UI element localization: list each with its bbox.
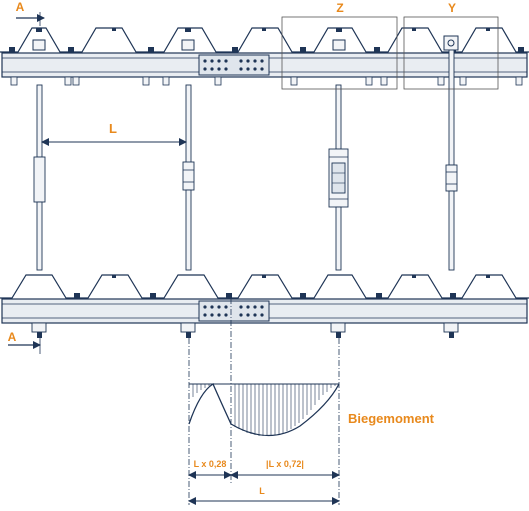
moment-reference-lines (188, 298, 340, 505)
top-rail (0, 27, 529, 86)
detail-label-z: Z (336, 1, 343, 15)
top-clamp-bolts (10, 76, 523, 86)
detail-frame-y (403, 16, 499, 90)
detail-label-y: Y (448, 1, 456, 15)
dim-label-left: L x 0,28 (194, 459, 227, 469)
hanger-rods (33, 49, 458, 271)
dim-label-total: L (259, 486, 265, 496)
bottom-rod-nuts (31, 322, 459, 333)
hanger-rod (448, 49, 455, 166)
moment-curve (188, 383, 340, 437)
bending-moment-diagram: Biegemoment L x 0,28 |L x 0,72| L (188, 298, 435, 505)
top-hanger-fittings (32, 35, 459, 51)
hanger-rod (448, 190, 455, 271)
rod-coupler (182, 161, 195, 191)
moment-label: Biegemoment (348, 411, 435, 426)
hanger-rod (335, 206, 342, 271)
bottom-rod-tips (37, 332, 454, 338)
bottom-splice-bolts (203, 305, 264, 317)
moment-hatching (192, 384, 336, 436)
dim-label-right: |L x 0,72| (266, 459, 304, 469)
top-splice-plate (198, 54, 270, 76)
section-label-a-top: A (16, 0, 25, 14)
span-length-label: L (109, 121, 117, 136)
hanger-rod (185, 84, 192, 166)
bottom-flange-clips (74, 293, 456, 299)
bottom-rail (0, 274, 529, 338)
hanger-rod (36, 201, 43, 271)
turnbuckle (33, 156, 46, 203)
hanger-rod (335, 84, 342, 150)
top-splice-bolts (203, 59, 264, 71)
hanger-rod (36, 84, 43, 158)
section-label-a-bottom: A (8, 330, 17, 344)
detail-frame-z (281, 16, 398, 90)
bottom-profile-bolts (112, 275, 490, 278)
turnbuckle (445, 164, 458, 192)
bottom-splice-plate (198, 300, 270, 322)
hanger-rod (185, 189, 192, 271)
top-profile-bolts (36, 28, 490, 32)
